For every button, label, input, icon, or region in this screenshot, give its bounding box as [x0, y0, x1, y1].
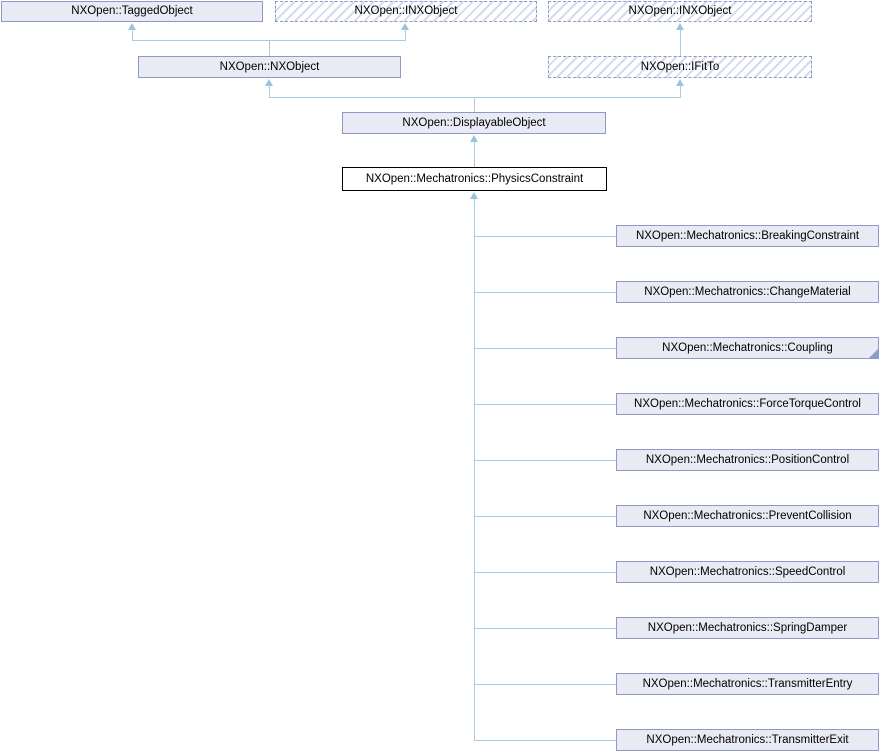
- arrowhead: [676, 79, 684, 86]
- node-preventcollision[interactable]: NXOpen::Mechatronics::PreventCollision: [616, 505, 879, 527]
- node-positioncontrol[interactable]: NXOpen::Mechatronics::PositionControl: [616, 449, 879, 471]
- edge-derived-branch: [474, 292, 616, 293]
- edge-derived-branch: [474, 628, 616, 629]
- node-taggedobject[interactable]: NXOpen::TaggedObject: [1, 1, 263, 22]
- node-inxobject-1: NXOpen::INXObject: [275, 1, 537, 22]
- node-speedcontrol[interactable]: NXOpen::Mechatronics::SpeedControl: [616, 561, 879, 583]
- node-breakingconstraint[interactable]: NXOpen::Mechatronics::BreakingConstraint: [616, 225, 879, 247]
- edge-nxobject-taggedobject: [132, 29, 133, 41]
- edge-derived-branch: [474, 460, 616, 461]
- arrowhead: [676, 23, 684, 30]
- arrowhead: [401, 23, 409, 30]
- edge-displayable-stem: [474, 97, 475, 113]
- edge-derived-branch: [474, 236, 616, 237]
- node-ifitto: NXOpen::IFitTo: [548, 56, 812, 78]
- edge-derived-branch: [474, 684, 616, 685]
- arrowhead: [470, 135, 478, 142]
- edge-derived-branch: [474, 348, 616, 349]
- node-nxobject[interactable]: NXOpen::NXObject: [138, 56, 401, 78]
- arrowhead: [265, 79, 273, 86]
- node-displayableobject[interactable]: NXOpen::DisplayableObject: [342, 112, 606, 134]
- node-transmitterentry[interactable]: NXOpen::Mechatronics::TransmitterEntry: [616, 673, 879, 695]
- edge-nxobject-inxobject1: [405, 29, 406, 41]
- node-physicsconstraint: NXOpen::Mechatronics::PhysicsConstraint: [342, 167, 607, 191]
- edge-derived-trunk: [474, 198, 475, 741]
- edge-derived-branch: [474, 516, 616, 517]
- node-coupling[interactable]: NXOpen::Mechatronics::Coupling: [616, 337, 879, 359]
- edge-derived-branch: [474, 404, 616, 405]
- node-coupling-label: NXOpen::Mechatronics::Coupling: [662, 342, 833, 354]
- node-changematerial[interactable]: NXOpen::Mechatronics::ChangeMaterial: [616, 281, 879, 303]
- node-transmitterexit[interactable]: NXOpen::Mechatronics::TransmitterExit: [616, 729, 879, 751]
- edge-derived-branch: [474, 572, 616, 573]
- edge-derived-branch: [474, 740, 616, 741]
- edge-nxobject-stem: [269, 40, 270, 57]
- edge-displayable-ifitto: [680, 85, 681, 98]
- edge-ifitto-inxobject2: [680, 29, 681, 57]
- node-inxobject-2: NXOpen::INXObject: [548, 1, 812, 22]
- edge-focus-displayable: [474, 141, 475, 168]
- arrowhead: [470, 192, 478, 199]
- hidden-subclasses-indicator-icon: [869, 349, 878, 358]
- edge-branch-mid: [269, 97, 681, 98]
- arrowhead: [128, 23, 136, 30]
- node-forcetorquecontrol[interactable]: NXOpen::Mechatronics::ForceTorqueControl: [616, 393, 879, 415]
- edge-displayable-nxobject: [269, 85, 270, 98]
- node-springdamper[interactable]: NXOpen::Mechatronics::SpringDamper: [616, 617, 879, 639]
